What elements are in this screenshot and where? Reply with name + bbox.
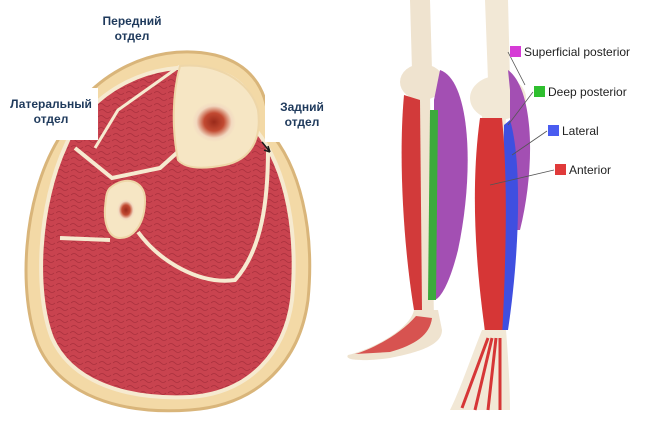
- anterior-compartment-label: Передний отдел: [96, 14, 168, 44]
- tibia-marrow: [192, 102, 236, 142]
- legend-label-deep-posterior: Deep posterior: [548, 85, 627, 99]
- legend-label-superficial-posterior: Superficial posterior: [524, 45, 630, 59]
- back-anterior: [402, 95, 422, 310]
- leg-illustration-panel: Superficial posterior Deep posterior Lat…: [330, 0, 649, 417]
- front-femur: [485, 0, 510, 80]
- swatch-lateral: [548, 125, 559, 136]
- swatch-deep-posterior: [534, 86, 545, 97]
- interosseous-membrane: [60, 238, 110, 240]
- posterior-compartment-label: Задний отдел: [275, 100, 329, 130]
- fibula-marrow: [117, 199, 135, 221]
- front-anterior: [475, 118, 506, 338]
- lateral-compartment-label: Латеральный отдел: [6, 97, 96, 127]
- cross-section-diagram: [0, 0, 330, 417]
- legend-label-lateral: Lateral: [562, 124, 599, 138]
- swatch-superficial-posterior: [510, 46, 521, 57]
- cross-section-panel: Передний отдел Латеральный отдел Задний …: [0, 0, 330, 417]
- back-superficial-posterior: [434, 70, 468, 300]
- back-femur: [410, 0, 432, 70]
- swatch-anterior: [555, 164, 566, 175]
- legend-label-anterior: Anterior: [569, 163, 611, 177]
- leg-illustration: Superficial posterior Deep posterior Lat…: [330, 0, 649, 417]
